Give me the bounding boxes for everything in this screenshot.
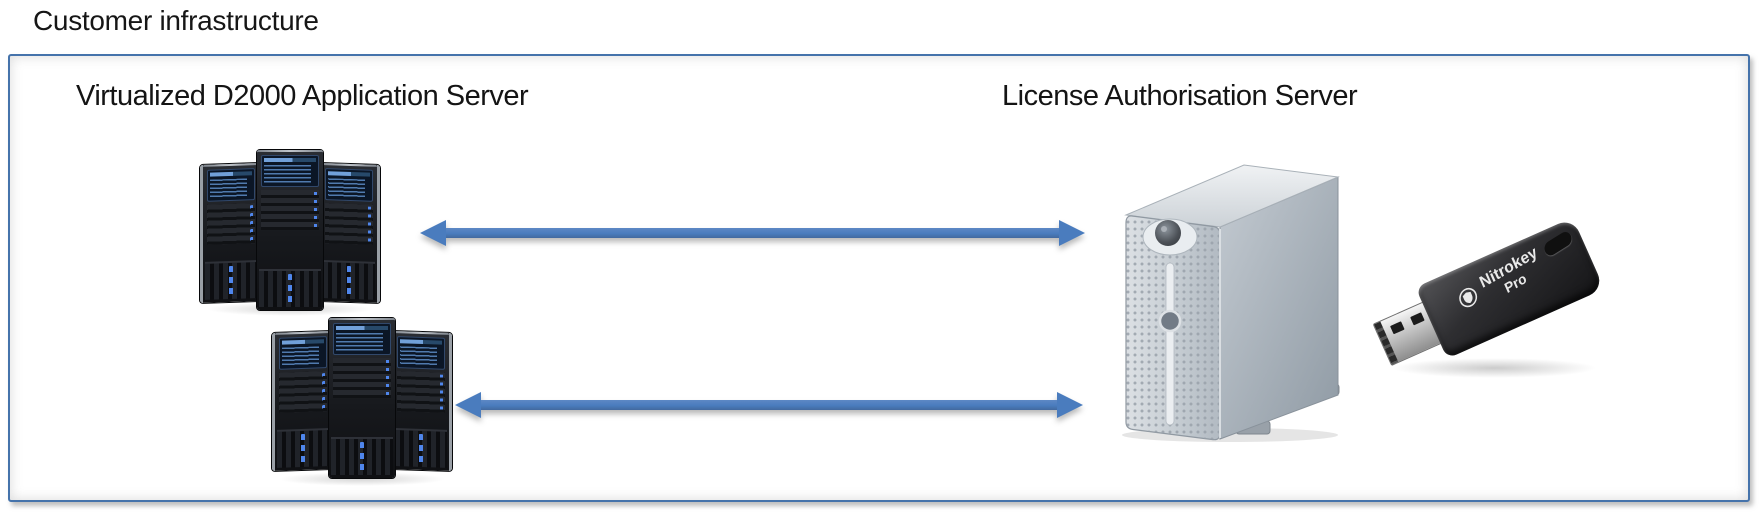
server-vents [333,358,391,398]
server-screen [325,168,373,202]
page-title: Customer infrastructure [33,5,319,36]
bidirectional-arrow-1 [420,219,1085,247]
bidirectional-arrow-2 [455,391,1083,419]
server-screen [261,155,319,187]
server-tower-icon [257,150,323,310]
usb-key-label: Nitrokey Pro [1454,244,1546,320]
server-screen [207,168,255,202]
desktop-tower-icon [1118,163,1346,443]
server-tower-icon [200,162,259,304]
server-base [331,437,393,475]
server-vents [279,371,327,413]
server-vents [207,203,255,245]
server-base [205,260,257,300]
shield-logo-icon [1455,284,1483,317]
arrowhead-left-icon [420,220,446,246]
server-vents [325,203,373,245]
arrowhead-right-icon [1057,392,1083,418]
arrow-shaft [446,228,1059,238]
server-screen [279,336,327,370]
lanyard-slot [1542,229,1574,259]
server-screen [397,336,445,370]
server-vents [397,371,445,413]
server-base [323,260,375,300]
server-rack-cluster-icon-2 [270,318,454,486]
server-tower-icon [272,330,331,472]
server-tower-icon [329,318,395,478]
arrowhead-left-icon [455,392,481,418]
usb-key-shadow [1392,358,1597,378]
license-server-label: License Authorisation Server [1002,80,1358,112]
usb-security-token-icon: Nitrokey Pro [1366,217,1605,380]
arrow-shaft [481,400,1057,410]
server-screen [333,323,391,355]
usb-key-body: Nitrokey Pro [1415,217,1605,359]
arrowhead-right-icon [1059,220,1085,246]
server-tower-icon [393,330,452,472]
server-tower-icon [321,162,380,304]
server-base [259,269,321,307]
server-vents [261,190,319,230]
app-server-label: Virtualized D2000 Application Server [76,80,529,112]
server-rack-cluster-icon-1 [198,150,382,316]
server-base [395,428,447,468]
server-base [277,428,329,468]
